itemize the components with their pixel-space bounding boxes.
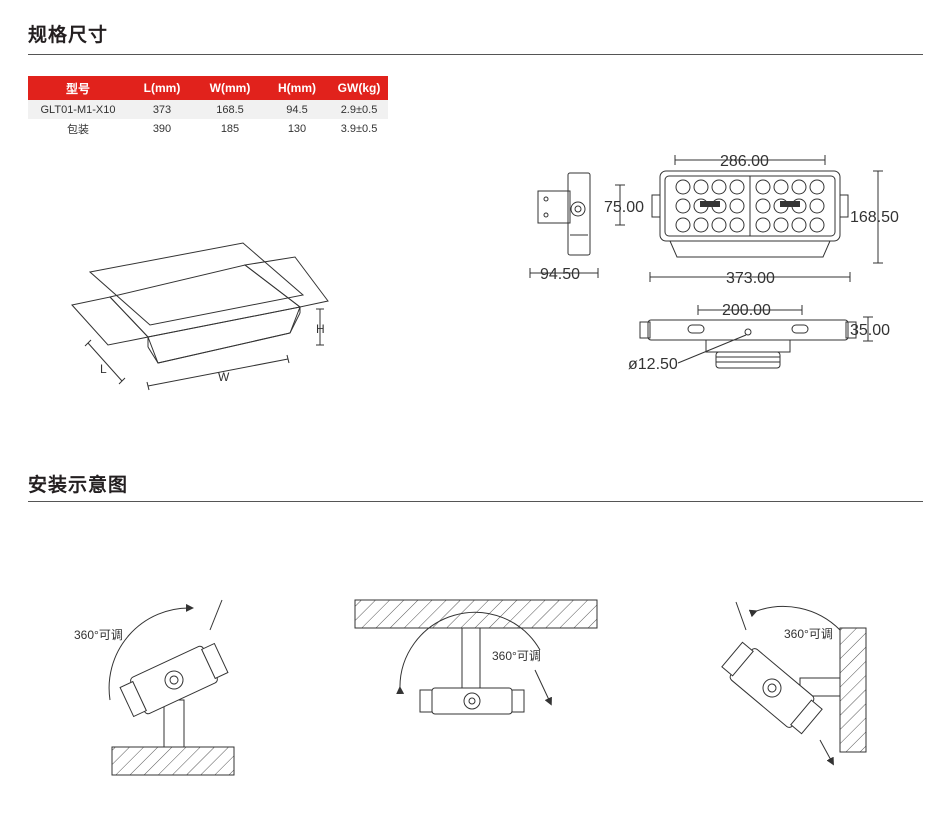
dim-total-width: 373.00 (726, 270, 775, 287)
box-label-w: W (218, 370, 230, 384)
lens-outline (809, 198, 825, 214)
col-header-height: H(mm) (264, 76, 330, 100)
dim-left-height: 75.00 (604, 199, 644, 216)
cell-height: 94.5 (264, 100, 330, 119)
lens-outline (729, 198, 745, 214)
cell-weight: 2.9±0.5 (330, 100, 388, 119)
lens-outline (809, 217, 825, 233)
dim-right-height: 168.50 (850, 209, 899, 226)
rotation-label-wall: 360°可调 (784, 627, 833, 641)
dim-hole-diameter: ø12.50 (628, 356, 678, 373)
dim-top-width: 286.00 (720, 153, 769, 170)
lens-outline (755, 217, 771, 233)
lens-outline (711, 217, 727, 233)
lens-outline (729, 179, 745, 195)
section-divider (28, 54, 923, 55)
col-header-weight: GW(kg) (330, 76, 388, 100)
lens-outline (711, 179, 727, 195)
lens-outline (773, 179, 789, 195)
cell-length: 390 (152, 122, 172, 135)
section-title-installation: 安装示意图 (28, 474, 129, 496)
section-divider (28, 501, 923, 502)
cell-weight: 3.9±0.5 (340, 122, 378, 135)
rotation-label-ceiling: 360°可调 (492, 649, 541, 663)
lens-outline (693, 217, 709, 233)
lens-outline (729, 217, 745, 233)
lens-outline (693, 179, 709, 195)
dim-bracket-height: 35.00 (850, 322, 890, 339)
lens-outline (755, 179, 771, 195)
table-row: GLT01-M1-X10 373 168.5 94.5 2.9±0.5 (28, 100, 388, 119)
lens-outline (791, 217, 807, 233)
cell-model: GLT01-M1-X10 (28, 100, 128, 119)
spec-table: 型号 L(mm) W(mm) H(mm) GW(kg) GLT01-M1-X10… (28, 76, 388, 138)
col-header-width: W(mm) (196, 76, 264, 100)
packaging-box-drawing: L W H (71, 242, 329, 391)
lens-outline (675, 179, 691, 195)
cell-model: 包装 (67, 123, 89, 136)
box-label-l: L (100, 362, 107, 376)
table-row: 包装 390 185 130 3.9±0.5 (28, 119, 388, 138)
dim-bracket-width: 200.00 (722, 302, 771, 319)
lens-outline (675, 217, 691, 233)
spec-table-header: 型号 L(mm) W(mm) H(mm) GW(kg) (28, 76, 388, 100)
floor-mount-diagram (108, 599, 235, 776)
dim-side-depth: 94.50 (540, 266, 580, 283)
lens-outline (791, 179, 807, 195)
lens-outline (809, 179, 825, 195)
installation-diagrams: 360°可调 360°可调 360°可调 (74, 599, 867, 776)
cell-width: 168.5 (196, 100, 264, 119)
col-header-length: L(mm) (128, 76, 196, 100)
ceiling-mount-diagram (354, 599, 598, 715)
col-header-model: 型号 (28, 76, 128, 100)
lens-outline (755, 198, 771, 214)
cell-width: 185 (220, 122, 240, 135)
rotation-label-floor: 360°可调 (74, 628, 123, 642)
section-title-specs: 规格尺寸 (28, 24, 109, 46)
lens-outline (773, 217, 789, 233)
wall-mount-diagram (721, 601, 867, 766)
cell-length: 373 (128, 100, 196, 119)
box-label-h: H (316, 322, 325, 336)
lens-outline (675, 198, 691, 214)
cell-height: 130 (287, 122, 307, 135)
dimension-drawing: 286.00 75.00 168.50 94.50 373.00 200.00 … (529, 153, 899, 373)
